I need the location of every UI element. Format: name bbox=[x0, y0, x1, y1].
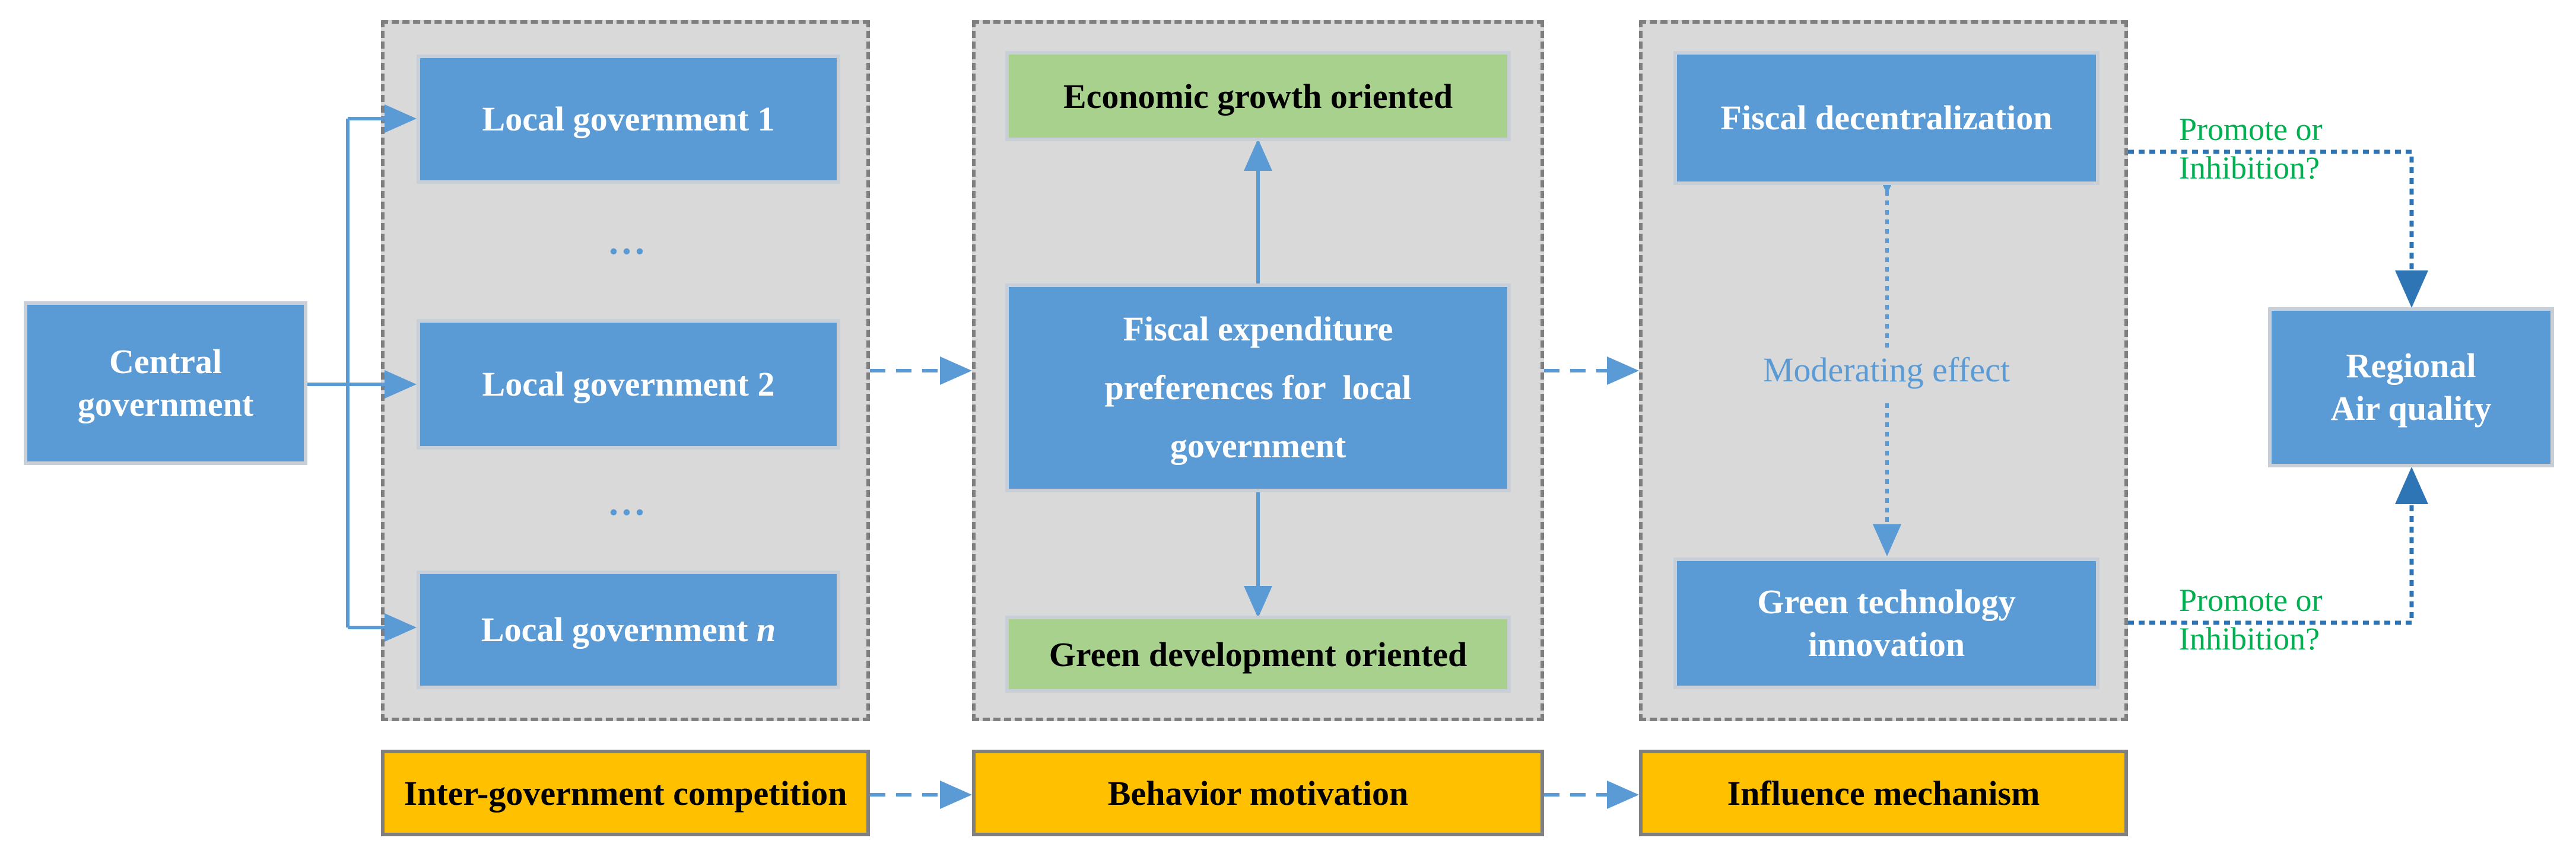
local-government-2-label: Local government 2 bbox=[482, 364, 775, 403]
central-to-local-arrows bbox=[307, 104, 417, 642]
green-tech-line2: innovation bbox=[1808, 625, 1965, 664]
central-line1: Central bbox=[109, 342, 223, 381]
local-government-1-label: Local government 1 bbox=[482, 99, 775, 138]
fiscal-expenditure-box: Fiscal expenditure preferences for local… bbox=[1005, 284, 1511, 492]
stage-motivation-label: Behavior motivation bbox=[1107, 773, 1409, 813]
panel-flow-arrows bbox=[870, 356, 1639, 809]
moderating-effect-label: Moderating effect bbox=[1673, 350, 2099, 390]
green-tech-line1: Green technology bbox=[1757, 582, 2016, 621]
relation-top-line2: Inhibition? bbox=[2179, 149, 2320, 186]
relation-bottom-line2: Inhibition? bbox=[2179, 620, 2320, 657]
local-government-n-label: Local government n bbox=[481, 609, 776, 652]
fiscal-decentralization-label: Fiscal decentralization bbox=[1720, 98, 2053, 137]
local-government-n-box: Local government n bbox=[417, 571, 840, 689]
relation-label-bottom: Promote or Inhibition? bbox=[2179, 581, 2393, 658]
green-technology-box: Green technology innovation bbox=[1673, 558, 2099, 689]
stage-mechanism-label: Influence mechanism bbox=[1727, 773, 2040, 813]
central-line2: government bbox=[77, 385, 254, 423]
stage-motivation-box: Behavior motivation bbox=[972, 750, 1544, 836]
ellipsis-lower: ... bbox=[609, 481, 648, 523]
local-government-2-box: Local government 2 bbox=[417, 319, 840, 450]
regional-air-quality-box: Regional Air quality bbox=[2268, 307, 2554, 467]
green-development-label: Green development oriented bbox=[1049, 635, 1468, 674]
local-government-n-prefix: Local government bbox=[481, 610, 757, 649]
relation-label-top: Promote or Inhibition? bbox=[2179, 110, 2393, 187]
stage-mechanism-box: Influence mechanism bbox=[1639, 750, 2128, 836]
economic-growth-label: Economic growth oriented bbox=[1063, 77, 1453, 116]
fiscal-decentralization-box: Fiscal decentralization bbox=[1673, 51, 2099, 185]
fiscal-line3: government bbox=[1170, 426, 1346, 466]
ellipsis-upper: ... bbox=[609, 220, 648, 262]
fiscal-line2: preferences for local bbox=[1104, 368, 1412, 407]
central-government-box: Central government bbox=[24, 301, 307, 465]
air-quality-line1: Regional bbox=[2346, 346, 2476, 385]
relation-bottom-line1: Promote or bbox=[2179, 582, 2323, 618]
economic-growth-box: Economic growth oriented bbox=[1005, 51, 1511, 141]
local-government-n-suffix: n bbox=[756, 610, 776, 649]
local-government-1-box: Local government 1 bbox=[417, 55, 840, 184]
outcome-arrows bbox=[2128, 149, 2428, 625]
air-quality-line2: Air quality bbox=[2330, 389, 2492, 428]
relation-top-line1: Promote or bbox=[2179, 112, 2323, 147]
stage-competition-label: Inter-government competition bbox=[404, 773, 847, 813]
stage-competition-box: Inter-government competition bbox=[381, 750, 870, 836]
fiscal-line1: Fiscal expenditure bbox=[1123, 310, 1393, 349]
green-development-box: Green development oriented bbox=[1005, 616, 1511, 693]
